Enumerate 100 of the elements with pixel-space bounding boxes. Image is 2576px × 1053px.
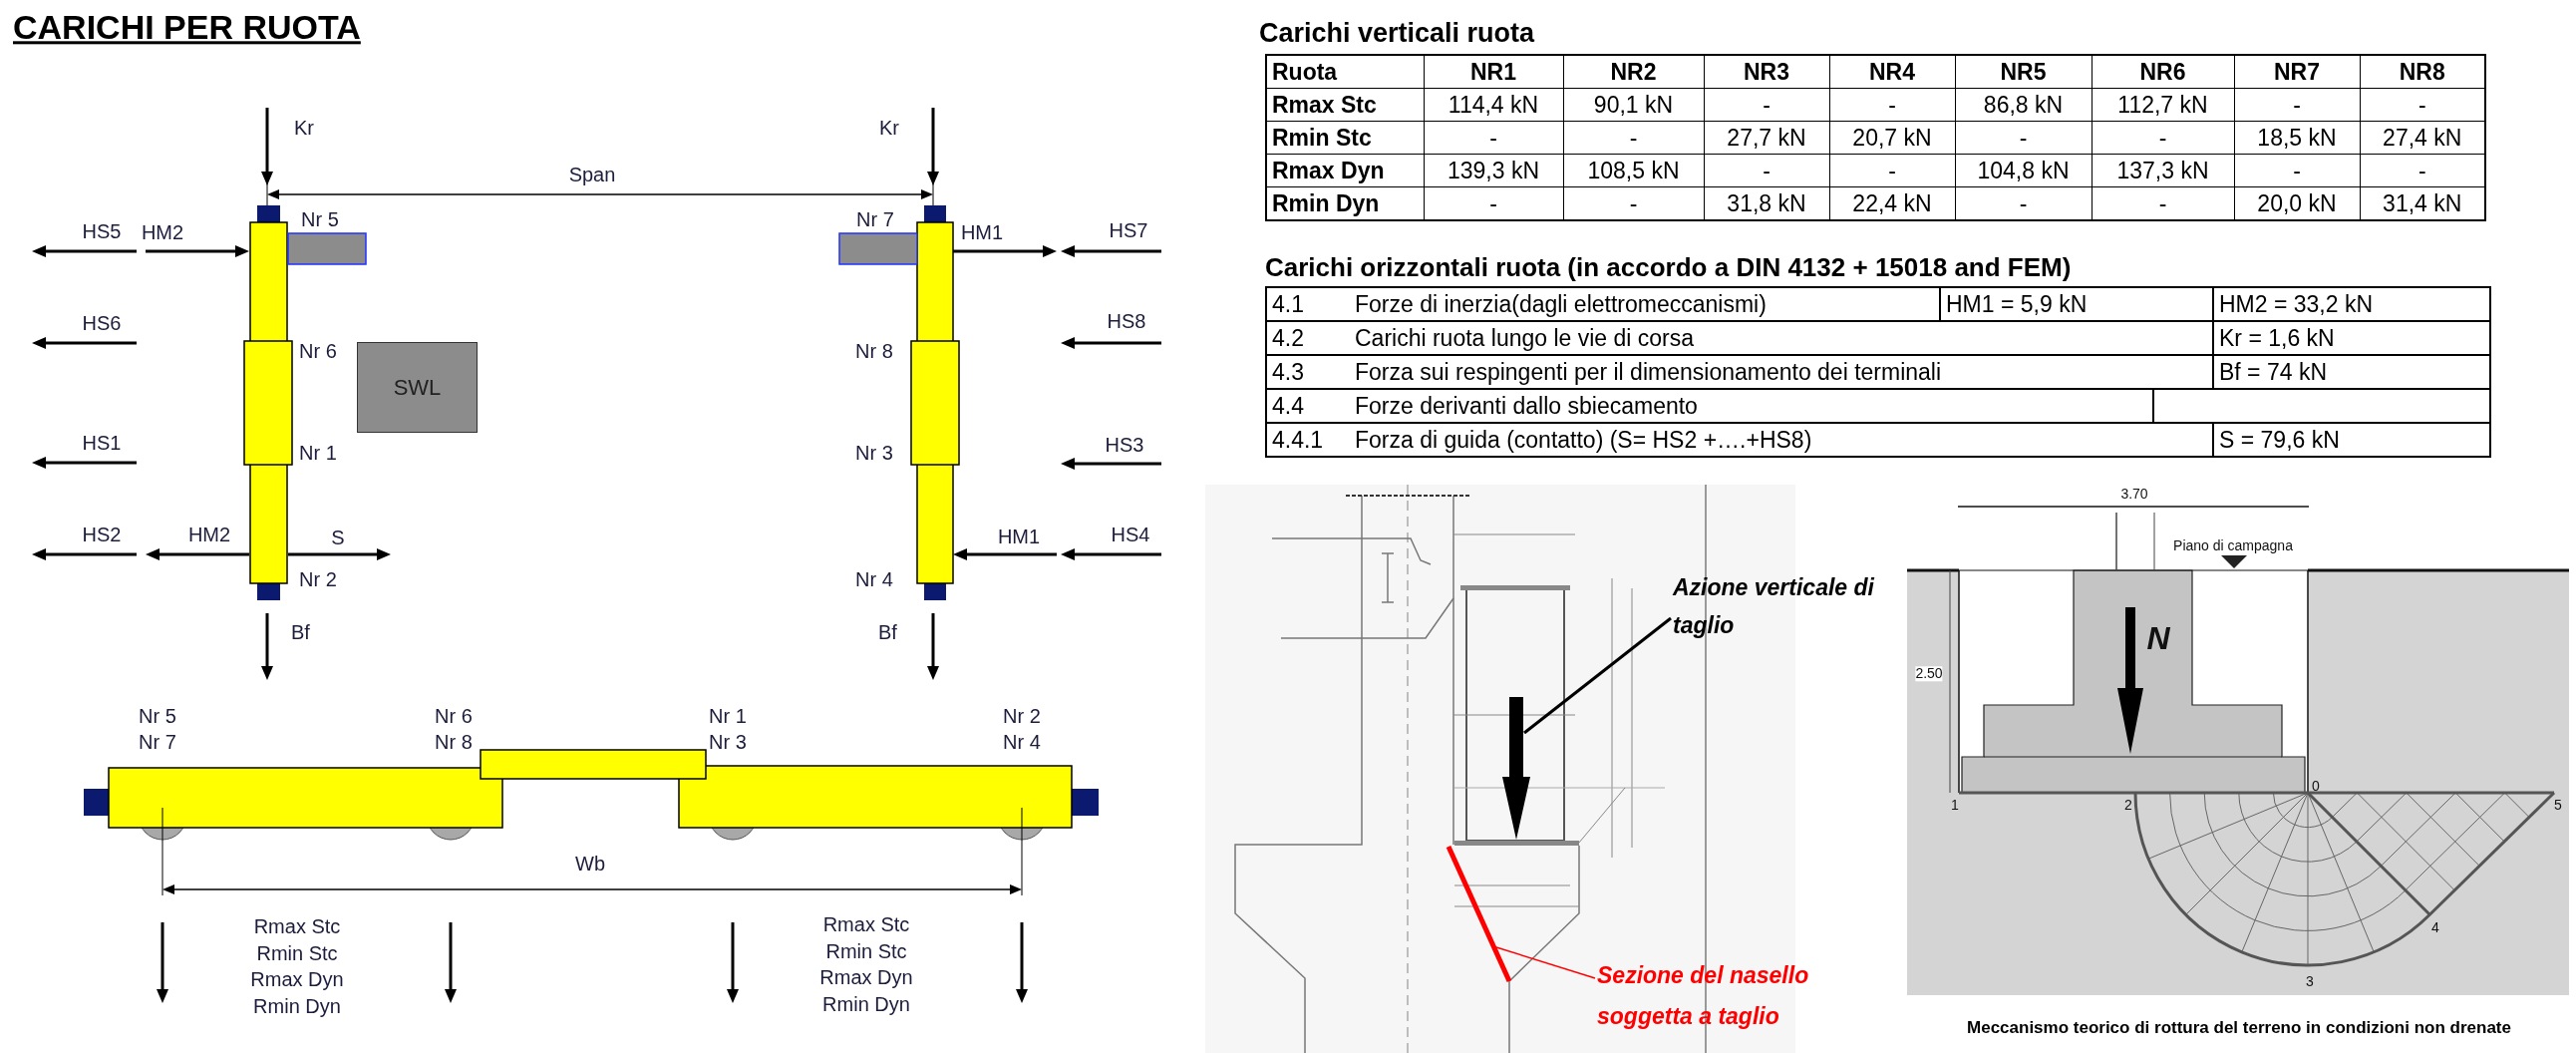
table-cell: -: [1704, 154, 1829, 187]
load-label: Rmin Dyn: [253, 995, 341, 1017]
header-cell: NR5: [1955, 55, 2092, 89]
load-label: Rmin Dyn: [822, 993, 910, 1015]
table-cell: -: [2234, 154, 2360, 187]
table-cell: HM1 = 5,9 kN: [1940, 287, 2213, 321]
force-label: HM2: [141, 221, 184, 243]
load-label: Rmax Stc: [253, 915, 341, 937]
wheel-label: Nr 2: [299, 568, 337, 590]
header-cell: NR7: [2234, 55, 2360, 89]
force-label: HS7: [1109, 219, 1148, 241]
header-cell: Ruota: [1266, 55, 1424, 89]
load-label: Rmax Stc: [822, 913, 910, 935]
force-label: HS2: [82, 524, 122, 545]
force-label: HS1: [82, 432, 122, 454]
force-label: HM1: [960, 221, 1004, 243]
table-cell: 137,3 kN: [2092, 154, 2234, 187]
table-cell: Forze derivanti dallo sbiecamento: [1350, 389, 2153, 423]
title: CARICHI PER RUOTA: [13, 9, 361, 47]
header-cell: NR4: [1829, 55, 1955, 89]
callout-text: Azione verticale di taglio: [1673, 568, 1887, 644]
table-cell: 4.4: [1266, 389, 1350, 423]
load-box: SWL: [357, 342, 478, 433]
force-label: HS6: [82, 312, 122, 334]
leader-line: [1495, 946, 1596, 979]
table-cell: 4.4.1: [1266, 423, 1350, 457]
table-cell: 108,5 kN: [1563, 154, 1704, 187]
wheel-label: Nr 8: [855, 340, 893, 362]
header-cell: NR1: [1424, 55, 1563, 89]
table-cell: -: [2092, 121, 2234, 155]
point-label: 5: [2554, 798, 2562, 814]
header-cell: NR6: [2092, 55, 2234, 89]
table-cell: 20,7 kN: [1829, 121, 1955, 155]
table-cell: -: [1829, 88, 1955, 122]
table-title: Carichi verticali ruota: [1259, 19, 1535, 49]
table-cell: 114,4 kN: [1424, 88, 1563, 122]
wheel-label: Nr 4: [1003, 731, 1041, 753]
load-label: Rmax Dyn: [819, 966, 913, 988]
point-label: 2: [2124, 798, 2132, 814]
table-cell: Carichi ruota lungo le vie di corsa: [1350, 321, 2213, 355]
table-cell: Forze di inerzia(dagli elettromeccanismi): [1350, 287, 1940, 321]
table-cell: -: [1704, 88, 1829, 122]
wheel-label: Nr 5: [139, 705, 176, 727]
table-cell: 4.2: [1266, 321, 1350, 355]
header-cell: NR2: [1563, 55, 1704, 89]
table-cell: -: [2234, 88, 2360, 122]
wheel-label: Nr 6: [435, 705, 473, 727]
table-cell: Kr = 1,6 kN: [2213, 321, 2490, 355]
wheel-label: Nr 1: [709, 705, 747, 727]
caption: Meccanismo teorico di rottura del terreno in condizioni non drenate: [1967, 1018, 2511, 1038]
section-line: [1445, 843, 1513, 985]
table-cell: -: [1955, 121, 2092, 155]
load-arrow: [1502, 697, 1530, 840]
table-cell: -: [1829, 154, 1955, 187]
point-label: 3: [2306, 974, 2314, 990]
table-cell: 112,7 kN: [2092, 88, 2234, 122]
table-cell: Bf = 74 kN: [2213, 355, 2490, 389]
wheel-label: Nr 6: [299, 340, 337, 362]
callout-text: Sezione del nasello soggetta a taglio: [1597, 955, 1851, 1037]
wheel-label: Nr 7: [139, 731, 176, 753]
force-label: S: [331, 526, 345, 548]
force-label: Bf: [291, 621, 310, 643]
force-label: Kr: [294, 117, 314, 139]
table-cell: HM2 = 33,2 kN: [2213, 287, 2490, 321]
table-cell: -: [1424, 121, 1563, 155]
table-cell: Forza sui respingenti per il dimensionamento dei terminali: [1350, 355, 2213, 389]
table-cell: 104,8 kN: [1955, 154, 2092, 187]
wheel-label: Nr 3: [709, 731, 747, 753]
table-cell: Forza di guida (contatto) (S= HS2 +….+HS8): [1350, 423, 2213, 457]
force-label: HM1: [997, 526, 1041, 547]
force-label: Kr: [879, 117, 899, 139]
wheel-label: Nr 5: [301, 208, 339, 230]
wheel-label: Nr 2: [1003, 705, 1041, 727]
dimension-label: Span: [568, 164, 616, 185]
table-cell: 139,3 kN: [1424, 154, 1563, 187]
table-cell: 27,7 kN: [1704, 121, 1829, 155]
table-cell: 86,8 kN: [1955, 88, 2092, 122]
force-label: HS3: [1105, 434, 1144, 456]
header-cell: Rmin Stc: [1266, 121, 1424, 155]
ground-level-label: Piano di campagna: [2173, 538, 2293, 554]
wheel-label: Nr 8: [435, 731, 473, 753]
force-label: HS8: [1107, 310, 1146, 332]
header-cell: NR3: [1704, 55, 1829, 89]
point-label: 0: [2312, 779, 2320, 795]
force-label: HM2: [187, 524, 231, 545]
table-cell: 4.1: [1266, 287, 1350, 321]
dimension-label: 2.50: [1915, 666, 1943, 682]
table-cell: 4.3: [1266, 355, 1350, 389]
force-label: Bf: [878, 621, 897, 643]
point-label: 1: [1951, 798, 1959, 814]
table-cell: -: [1563, 121, 1704, 155]
wheel-label: Nr 1: [299, 442, 337, 464]
force-label: N: [2146, 621, 2170, 657]
leader-line: [1523, 616, 1672, 735]
load-label: Rmin Stc: [256, 942, 338, 964]
load-label: Rmin Stc: [825, 940, 907, 962]
table-cell: 90,1 kN: [1563, 88, 1704, 122]
wheel-label: Nr 3: [855, 442, 893, 464]
dimension-label: 3.70: [2120, 487, 2148, 503]
force-label: HS4: [1111, 524, 1150, 545]
